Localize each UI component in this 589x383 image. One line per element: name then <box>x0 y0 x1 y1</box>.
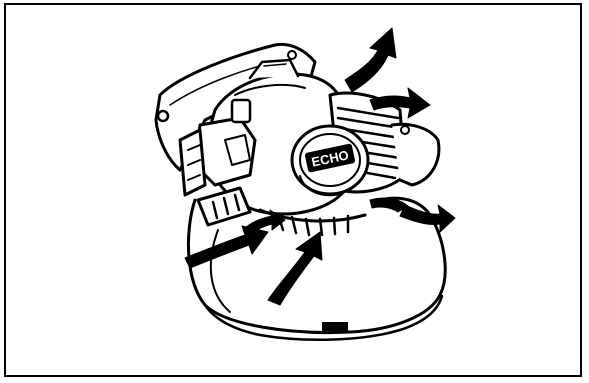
airflow-arrow-icon <box>345 28 396 92</box>
